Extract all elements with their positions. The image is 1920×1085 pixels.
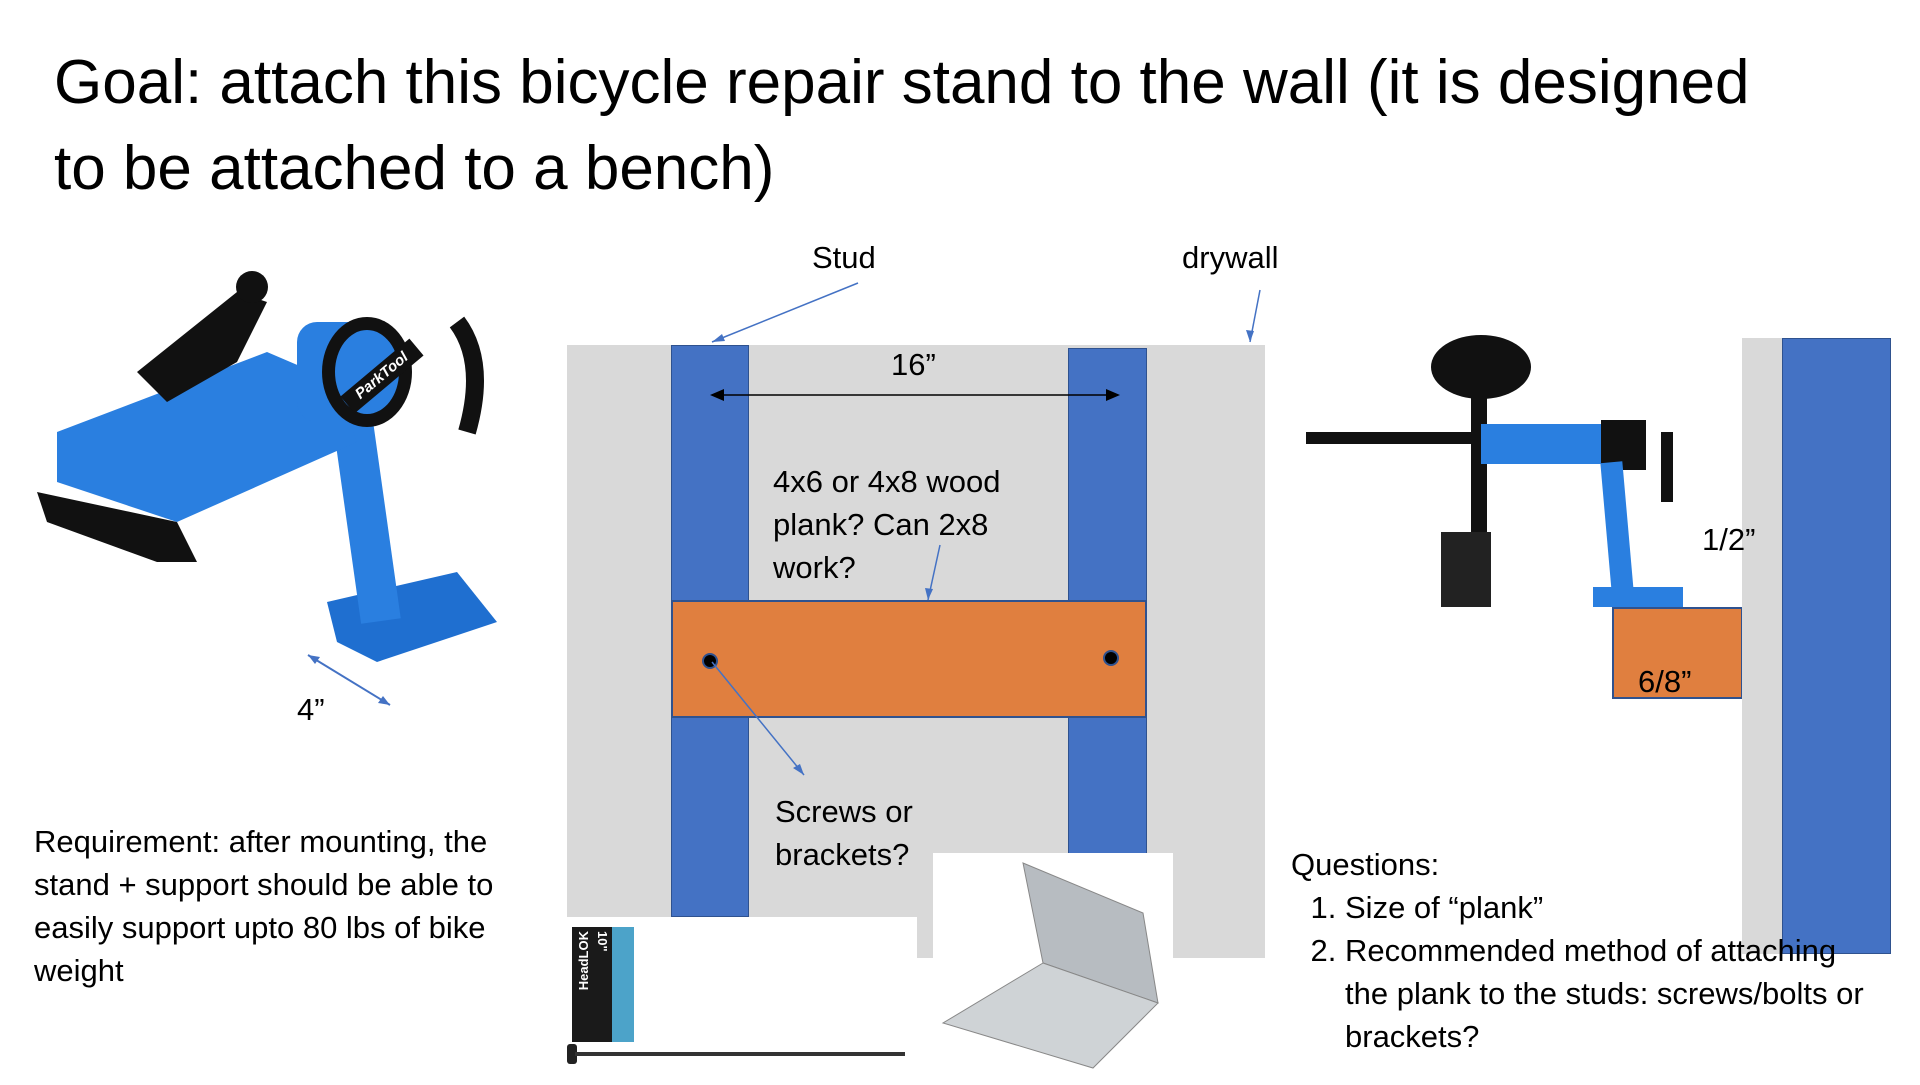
screw-image: HeadLOK 10" <box>567 917 917 1080</box>
bracket-image <box>933 853 1173 1080</box>
plank-question-label: 4x6 or 4x8 wood plank? Can 2x8 work? <box>773 464 1001 585</box>
gap-label: 1/2” <box>1702 522 1756 557</box>
screw-hole-right <box>1103 650 1119 666</box>
questions: Questions: Size of “plank” Recommended m… <box>1291 843 1871 1058</box>
stud-side-view <box>1782 338 1891 954</box>
stand-width-label: 4” <box>297 692 325 727</box>
slide-title: Goal: attach this bicycle repair stand t… <box>54 48 1750 203</box>
questions-heading: Questions: <box>1291 847 1440 882</box>
screw-head <box>567 1044 577 1064</box>
stud-spacing-label: 16” <box>891 347 936 382</box>
screw-shaft <box>575 1052 905 1056</box>
package-stripe <box>612 927 634 1042</box>
drywall-label: drywall <box>1182 240 1279 275</box>
stud-label: Stud <box>812 240 876 275</box>
screw-package: HeadLOK 10" <box>572 927 612 1042</box>
width-arrow <box>307 654 391 706</box>
drywall-side-view <box>1742 338 1782 954</box>
plank-depth-label: 6/8” <box>1638 664 1692 699</box>
wood-plank <box>671 600 1147 718</box>
question-item: Size of “plank” <box>1345 886 1871 929</box>
bike-on-stand-image <box>1306 335 1683 607</box>
questions-list: Size of “plank” Recommended method of at… <box>1291 886 1871 1058</box>
question-item: Recommended method of attaching the plan… <box>1345 929 1871 1058</box>
requirement-text: Requirement: after mounting, the stand +… <box>34 824 494 988</box>
screw-brand: HeadLOK <box>576 931 591 991</box>
screw-size: 10" <box>595 931 610 952</box>
fastener-question-label: Screws or brackets? <box>775 794 913 872</box>
